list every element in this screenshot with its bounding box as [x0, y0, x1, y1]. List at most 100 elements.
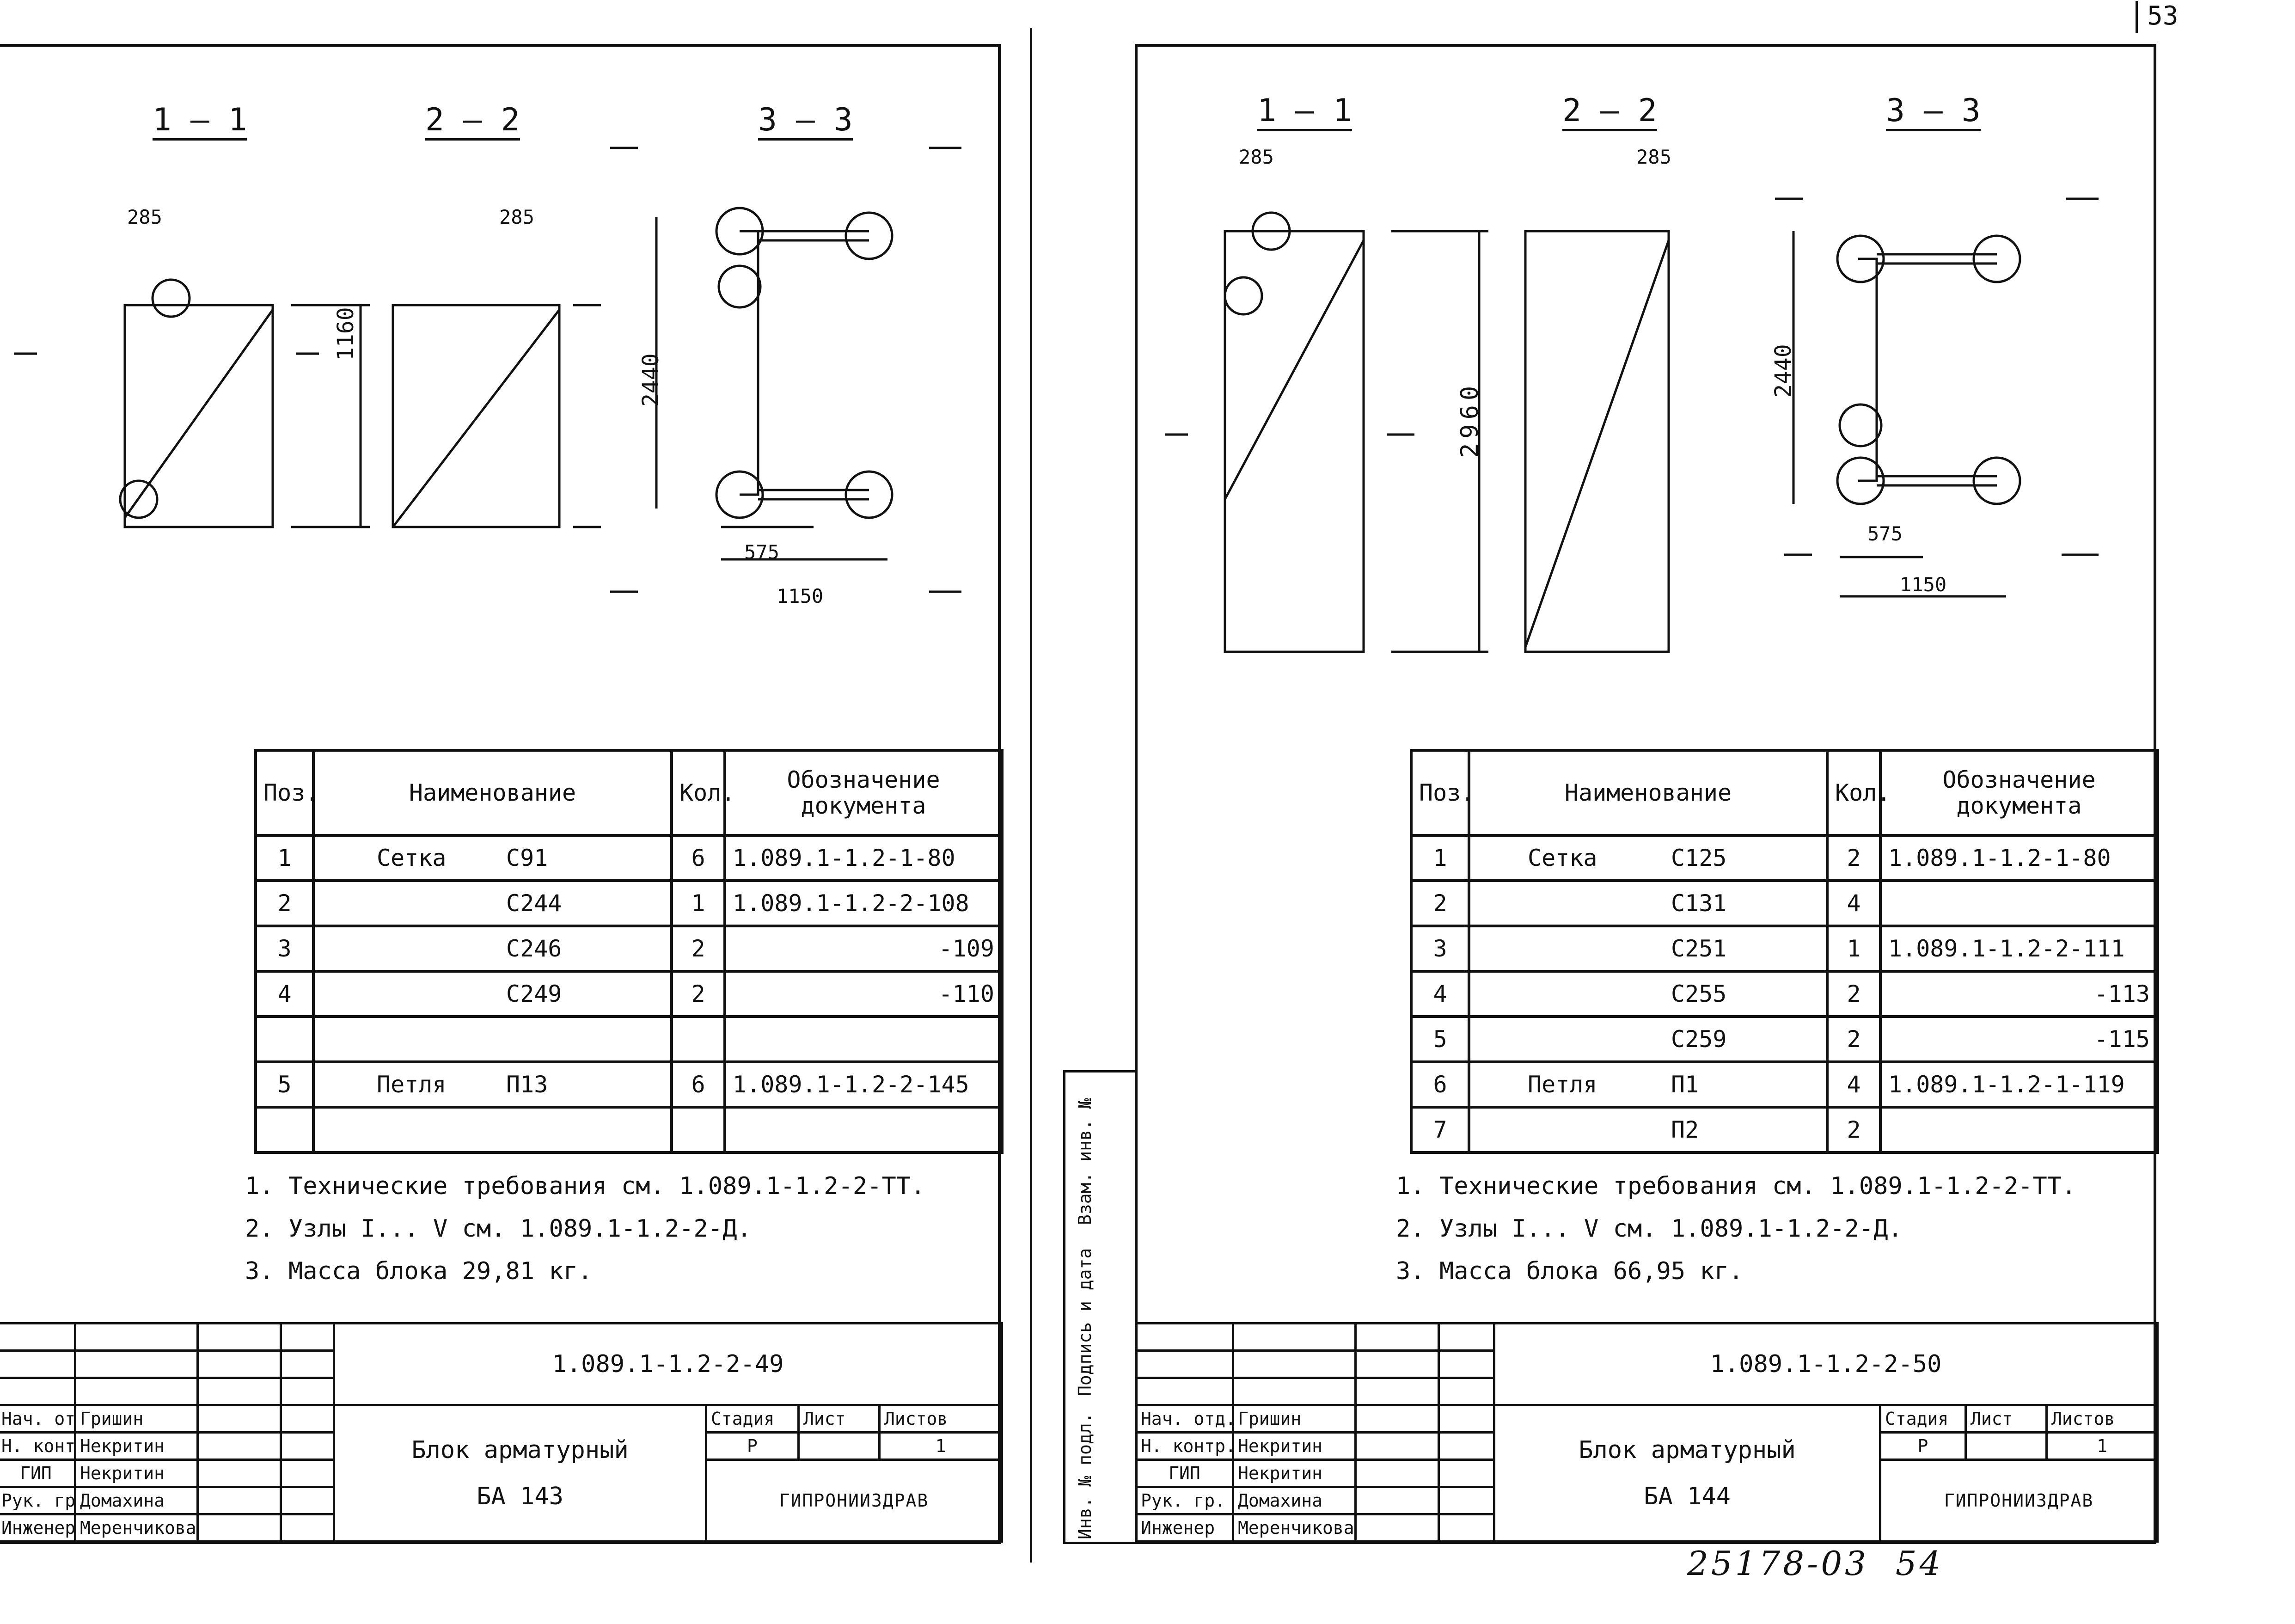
spec-doc: -113	[1879, 970, 2159, 1018]
spec-name: С244	[312, 879, 673, 927]
right-section-label-1: 1 — 1	[1257, 92, 1352, 131]
spec-pos: 3	[254, 925, 315, 973]
left-dim-575: 575	[744, 541, 779, 564]
signature	[1354, 1459, 1440, 1488]
spec-pos	[254, 1106, 315, 1154]
spec-doc	[723, 1015, 1004, 1063]
left-dim-285b: 285	[499, 206, 534, 228]
spec-doc: 1.089.1-1.2-2-108	[723, 879, 1004, 927]
right-section-label-3: 3 — 3	[1886, 92, 1981, 131]
right-notes: 1. Технические требования см. 1.089.1-1.…	[1396, 1165, 2076, 1293]
spec-qty: 2	[1826, 970, 1882, 1018]
spec-pos	[254, 1015, 315, 1063]
left-section-2-body	[392, 304, 561, 528]
right-dim-2960: 2960	[1456, 381, 1484, 458]
signature	[1354, 1486, 1440, 1515]
signature	[196, 1431, 282, 1461]
spec-qty	[670, 1106, 726, 1154]
stamp-role: Н. контр.	[1135, 1431, 1234, 1461]
spec-qty: 2	[1826, 1015, 1882, 1063]
spec-doc: -110	[723, 970, 1004, 1018]
right-section-3-shape	[1858, 257, 1878, 482]
spec-qty: 2	[1826, 1106, 1882, 1154]
spec-header-name: Наименование	[312, 749, 673, 837]
bottom-archive-number: 25178-03 54	[1687, 1544, 1944, 1583]
left-dim-2440: 2440	[638, 353, 664, 407]
right-title-block: 1.089.1-1.2-2-50 Нач. отд. Гришин Блок а…	[1135, 1322, 2159, 1543]
spec-doc: -109	[723, 925, 1004, 973]
page-number: 53	[2136, 1, 2178, 33]
signature	[196, 1486, 282, 1515]
spec-pos: 2	[1410, 879, 1470, 927]
stamp-name: Домахина	[1232, 1486, 1357, 1515]
left-drawings	[14, 147, 961, 593]
stamp-name: Домахина	[74, 1486, 199, 1515]
left-dim-1160: 1160	[333, 307, 359, 361]
spec-pos: 4	[1410, 970, 1470, 1018]
spec-pos: 3	[1410, 925, 1470, 973]
stamp-name: Меренчикова	[74, 1513, 199, 1543]
stamp-role: Инженер	[1135, 1513, 1234, 1543]
spec-header-row: Поз. Наименование Кол. Обозначение докум…	[254, 749, 1004, 837]
stamp-sheet	[1965, 1431, 2048, 1461]
spec-header-doc: Обозначение документа	[1879, 749, 2159, 837]
left-section-label-3: 3 — 3	[758, 102, 853, 141]
spec-pos: 1	[1410, 834, 1470, 882]
stamp-sheets-header: Листов	[2045, 1404, 2159, 1434]
right-dim-285a: 285	[1239, 146, 1274, 168]
stamp-code: 1.089.1-1.2-2-49	[332, 1322, 1004, 1406]
spec-name: С259	[1468, 1015, 1829, 1063]
right-sidebar: Инв. № подл. Подпись и дата Взам. инв. №	[1063, 1070, 1137, 1544]
left-section-1-body	[123, 304, 274, 528]
signature	[1354, 1513, 1440, 1543]
right-dim-2440: 2440	[1770, 344, 1796, 398]
stamp-role: Инженер	[0, 1513, 76, 1543]
stamp-name: Некритин	[1232, 1459, 1357, 1488]
left-title-block: 1.089.1-1.2-2-49 Нач. отд. Гришин Блок а…	[0, 1322, 1004, 1543]
spec-qty: 2	[670, 970, 726, 1018]
spec-qty: 1	[670, 879, 726, 927]
stamp-code: 1.089.1-1.2-2-50	[1493, 1322, 2159, 1406]
stamp-role: Н. контр.	[0, 1431, 76, 1461]
right-section-label-2: 2 — 2	[1562, 92, 1657, 131]
stamp-name: Некритин	[74, 1459, 199, 1488]
table-row	[254, 1015, 1004, 1063]
spec-doc: 1.089.1-1.2-2-111	[1879, 925, 2159, 973]
sidebar-inv: Инв. № подл.	[1075, 1412, 1095, 1539]
spec-name: П2	[1468, 1106, 1829, 1154]
spec-doc: 1.089.1-1.2-1-80	[723, 834, 1004, 882]
sidebar-replace: Взам. инв. №	[1075, 1098, 1095, 1225]
stamp-role: Нач. отд.	[1135, 1404, 1234, 1434]
spec-pos: 4	[254, 970, 315, 1018]
stamp-name: Некритин	[1232, 1431, 1357, 1461]
signature	[196, 1459, 282, 1488]
sheet-divider	[1030, 28, 1032, 1563]
spec-doc: -115	[1879, 1015, 2159, 1063]
spec-qty: 6	[670, 1060, 726, 1109]
spec-header-pos: Поз.	[254, 749, 319, 837]
note-2: 2. Узлы I... V см. 1.089.1-1.2-2-Д.	[1396, 1215, 1903, 1243]
right-dim-575: 575	[1867, 522, 1903, 545]
spec-qty: 4	[1826, 1060, 1882, 1109]
stamp-stage: Р	[705, 1431, 800, 1461]
spec-qty: 1	[1826, 925, 1882, 973]
stamp-sheets-header: Листов	[878, 1404, 1004, 1434]
right-dim-1150: 1150	[1900, 573, 1947, 596]
spec-qty: 6	[670, 834, 726, 882]
stamp-name: Некритин	[74, 1431, 199, 1461]
spec-header-qty: Кол.	[1826, 749, 1891, 837]
